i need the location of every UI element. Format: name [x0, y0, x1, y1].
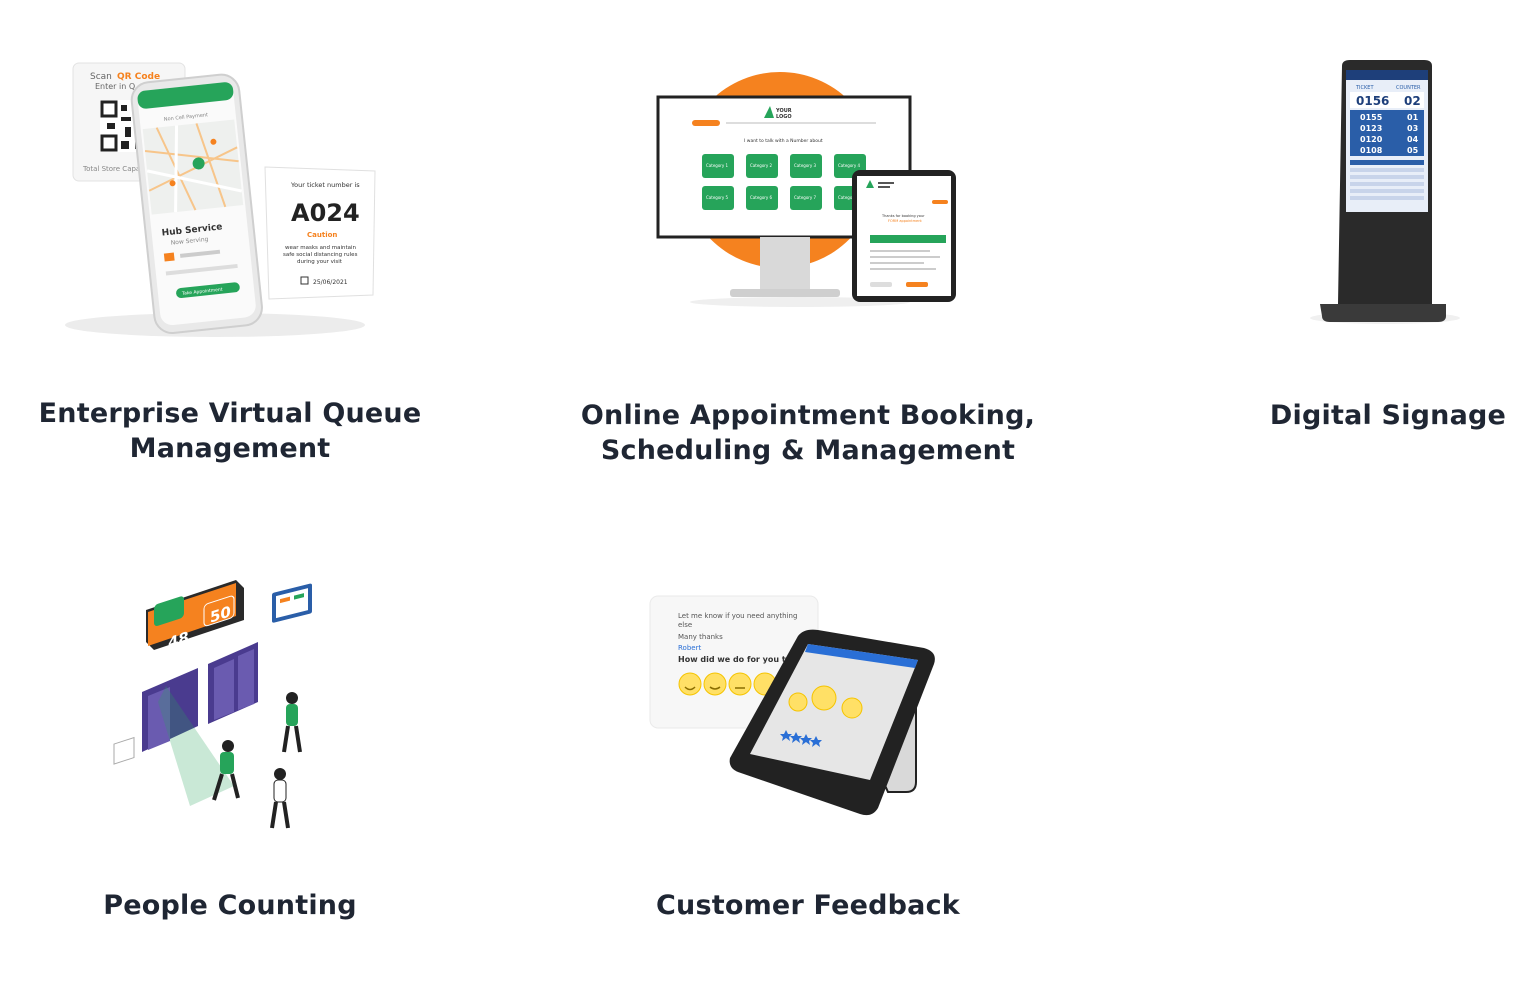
- svg-text:Catego: Catego: [838, 195, 853, 200]
- customer-feedback-illustration: Let me know if you need anything else Ma…: [649, 595, 935, 816]
- svg-text:Non Cell Payment: Non Cell Payment: [164, 112, 209, 123]
- product-card-digital-signage[interactable]: TICKET COUNTER 0156 02 0155 01 0123 03 0…: [1240, 0, 1536, 500]
- svg-text:A024: A024: [291, 199, 360, 227]
- product-card-people-counting[interactable]: 48 50: [0, 520, 460, 970]
- product-title-appointment-booking: Online Appointment Booking, Scheduling &…: [560, 398, 1056, 468]
- svg-text:25/06/2021: 25/06/2021: [313, 279, 348, 286]
- product-title-customer-feedback: Customer Feedback: [560, 888, 1056, 923]
- svg-text:during your visit: during your visit: [297, 259, 343, 265]
- svg-text:YOUR: YOUR: [775, 108, 792, 114]
- product-title-virtual-queue: Enterprise Virtual Queue Management: [0, 396, 460, 466]
- svg-text:0123: 0123: [1360, 124, 1382, 133]
- people-counter-display: 48 50: [146, 580, 244, 652]
- calendar-icon: [300, 276, 309, 285]
- smiley-icon: [678, 672, 777, 696]
- star-rating-icon: [780, 730, 822, 747]
- svg-text:Thanks for booking your: Thanks for booking your: [881, 214, 925, 218]
- svg-text:Scan: Scan: [90, 72, 112, 82]
- digital-signage-kiosk-illustration: TICKET COUNTER 0156 02 0155 01 0123 03 0…: [1310, 60, 1460, 324]
- virtual-queue-illustration: Scan QR Code Enter in Q Total Store Capa…: [65, 62, 376, 337]
- svg-text:01: 01: [1407, 113, 1419, 122]
- product-card-customer-feedback[interactable]: Let me know if you need anything else Ma…: [560, 520, 1060, 970]
- svg-text:Category 2: Category 2: [750, 163, 773, 168]
- svg-text:Category 5: Category 5: [706, 195, 729, 200]
- product-title-digital-signage: Digital Signage: [1240, 398, 1536, 433]
- svg-text:FORM appointment: FORM appointment: [888, 219, 922, 223]
- svg-text:Category 7: Category 7: [794, 195, 817, 200]
- svg-text:Robert: Robert: [678, 644, 701, 652]
- svg-text:Your ticket number is: Your ticket number is: [290, 181, 360, 189]
- logo-icon: [764, 106, 774, 118]
- product-card-virtual-queue[interactable]: Scan QR Code Enter in Q Total Store Capa…: [0, 0, 460, 500]
- svg-text:TICKET: TICKET: [1355, 85, 1374, 91]
- svg-text:Caution: Caution: [307, 231, 337, 239]
- svg-text:wear masks and maintain: wear masks and maintain: [285, 245, 357, 251]
- product-card-appointment-booking[interactable]: YOUR LOGO I want to talk with a Number a…: [560, 0, 1060, 500]
- category-tile: Category 1 Category 2 Category 3 Categor…: [702, 154, 866, 210]
- product-title-people-counting: People Counting: [0, 888, 460, 923]
- svg-text:How did we do for you to: How did we do for you to: [678, 655, 792, 664]
- svg-text:02: 02: [1404, 94, 1421, 108]
- svg-text:Now Serving: Now Serving: [170, 236, 208, 247]
- door-icon: [142, 642, 258, 752]
- svg-text:48: 48: [168, 628, 189, 652]
- svg-text:0155: 0155: [1360, 113, 1383, 122]
- svg-text:0108: 0108: [1360, 146, 1383, 155]
- svg-text:Enter in Q: Enter in Q: [95, 82, 135, 91]
- svg-text:Many thanks: Many thanks: [678, 633, 723, 641]
- svg-text:Category 3: Category 3: [794, 163, 817, 168]
- title-line: People Counting: [103, 890, 357, 921]
- svg-text:COUNTER: COUNTER: [1396, 85, 1421, 91]
- appointment-booking-illustration: YOUR LOGO I want to talk with a Number a…: [656, 72, 956, 307]
- svg-text:03: 03: [1407, 124, 1418, 133]
- people-counting-illustration: 48 50: [113, 580, 312, 829]
- svg-text:QR Code: QR Code: [117, 72, 160, 82]
- title-line: Scheduling & Management: [600, 435, 1016, 466]
- smiley-icon: [788, 685, 863, 719]
- title-line: Customer Feedback: [656, 890, 960, 921]
- svg-text:safe social distancing rules: safe social distancing rules: [283, 252, 358, 258]
- svg-text:I want to talk with a Number a: I want to talk with a Number about: [744, 138, 823, 144]
- title-line: Enterprise Virtual Queue: [38, 398, 422, 429]
- svg-text:Take Appointment: Take Appointment: [181, 287, 223, 297]
- svg-text:Let me know if you need anythi: Let me know if you need anything: [678, 612, 797, 620]
- ticket-card: Your ticket number is A024 Caution wear …: [264, 166, 376, 300]
- svg-text:else: else: [678, 621, 692, 629]
- svg-text:05: 05: [1407, 146, 1419, 155]
- svg-text:Category 4: Category 4: [838, 163, 861, 168]
- person-icon: [270, 768, 290, 829]
- person-icon: [212, 740, 240, 801]
- title-line: Digital Signage: [1269, 400, 1507, 431]
- svg-text:0156: 0156: [1356, 94, 1389, 108]
- person-icon: [282, 692, 302, 753]
- svg-text:04: 04: [1407, 135, 1419, 144]
- title-line: Online Appointment Booking,: [580, 400, 1036, 431]
- svg-text:Category 1: Category 1: [706, 163, 729, 168]
- title-line: Management: [129, 433, 331, 464]
- svg-text:0120: 0120: [1360, 135, 1383, 144]
- svg-text:LOGO: LOGO: [776, 114, 792, 120]
- svg-text:Category 6: Category 6: [750, 195, 773, 200]
- svg-text:50: 50: [210, 602, 231, 626]
- svg-text:Total Store Capacity: Total Store Capacity: [82, 165, 153, 173]
